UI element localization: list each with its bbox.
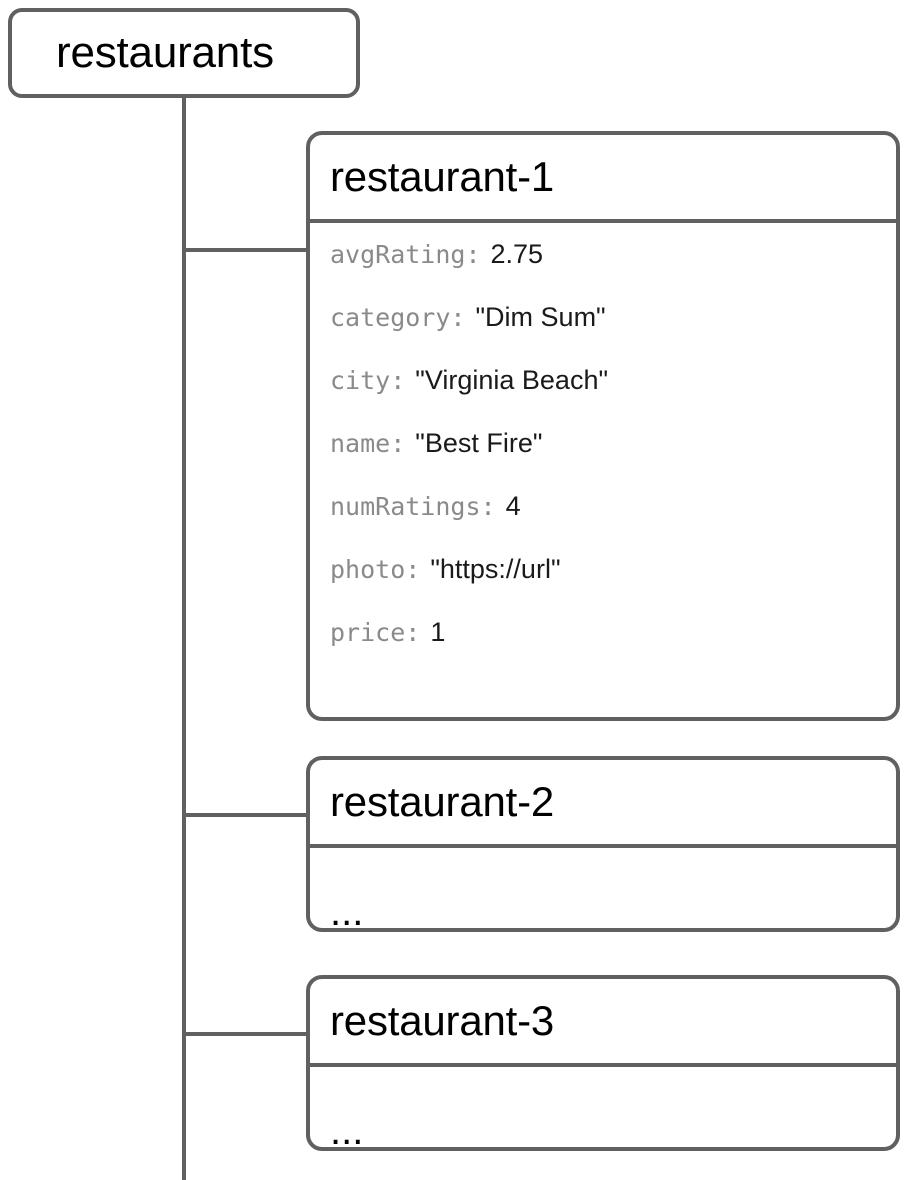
field-row: category: "Dim Sum"	[330, 302, 876, 365]
document-ellipsis: ...	[330, 1109, 364, 1153]
field-value: 2.75	[490, 239, 544, 269]
field-value: 1	[430, 617, 446, 647]
document-title: restaurant-1	[330, 153, 555, 200]
field-row: city: "Virginia Beach"	[330, 365, 876, 428]
document-node-restaurant-3[interactable]: restaurant-3 ...	[306, 975, 900, 1151]
field-row: avgRating: 2.75	[330, 239, 876, 302]
field-value: 4	[505, 491, 521, 521]
connector-trunk-vertical	[182, 96, 186, 1180]
field-key: category:	[330, 303, 466, 332]
document-title: restaurant-3	[330, 997, 555, 1044]
document-node-restaurant-1[interactable]: restaurant-1 avgRating: 2.75 category: "…	[306, 131, 900, 721]
collection-node-restaurants[interactable]: restaurants	[8, 8, 360, 98]
field-row: photo: "https://url"	[330, 554, 876, 617]
connector-branch-restaurant-2	[182, 813, 310, 817]
collection-node-label: restaurants	[56, 28, 274, 77]
document-fields: avgRating: 2.75 category: "Dim Sum" city…	[310, 223, 896, 680]
field-key: numRatings:	[330, 492, 496, 521]
field-key: name:	[330, 429, 406, 458]
document-body: ...	[310, 1067, 896, 1151]
document-ellipsis: ...	[330, 890, 364, 934]
document-node-restaurant-2[interactable]: restaurant-2 ...	[306, 756, 900, 932]
document-header: restaurant-1	[310, 135, 896, 223]
document-header: restaurant-2	[310, 760, 896, 848]
field-value: "Dim Sum"	[475, 302, 606, 332]
connector-branch-restaurant-1	[182, 248, 310, 252]
field-key: photo:	[330, 555, 421, 584]
document-header: restaurant-3	[310, 979, 896, 1067]
field-value: "https://url"	[430, 554, 561, 584]
field-key: city:	[330, 366, 406, 395]
field-key: price:	[330, 618, 421, 647]
field-row: price: 1	[330, 617, 876, 680]
field-row: name: "Best Fire"	[330, 428, 876, 491]
field-row: numRatings: 4	[330, 491, 876, 554]
field-value: "Best Fire"	[415, 428, 543, 458]
connector-branch-restaurant-3	[182, 1032, 310, 1036]
field-key: avgRating:	[330, 240, 481, 269]
document-body: ...	[310, 848, 896, 932]
field-value: "Virginia Beach"	[415, 365, 609, 395]
document-title: restaurant-2	[330, 778, 555, 825]
